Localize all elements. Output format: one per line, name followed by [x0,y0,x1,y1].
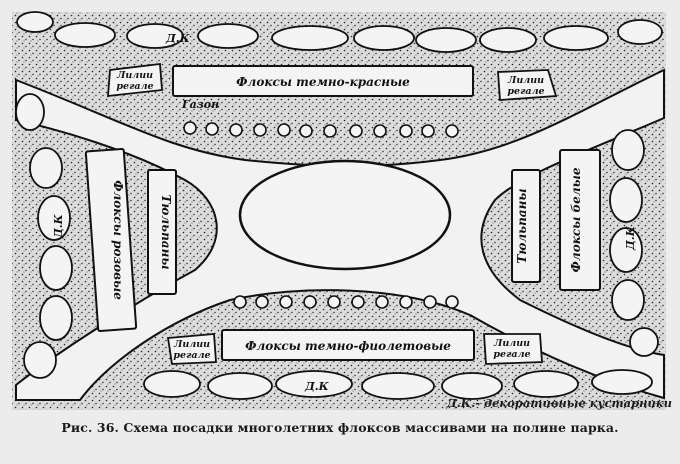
lily-top-left-line1: Лилии [116,70,153,81]
lily-bottom-left-line1: Лилии [173,339,210,350]
bed-right-inner-label: Тюльпаны [515,188,529,263]
shrub-label-left: Д.К [52,213,65,239]
bed-bottom [221,329,475,361]
plants-top-row [183,121,459,138]
lily-bottom-right-line2: регале [493,349,530,360]
lily-bottom-right-line1: Лилии [493,338,530,349]
bed-right-outer-label: Флоксы белые [569,167,583,272]
lawn-label: Газон [181,98,219,111]
bed-left-outer-label: Флоксы розовые [111,180,125,300]
figure-caption: Рис. 36. Схема посадки многолетних флокс… [61,420,619,435]
bed-right-outer [559,149,601,291]
shrub-label-bottom: Д.К [304,380,330,393]
bed-left-inner [147,169,177,295]
central-oval-bed [238,159,452,271]
bed-top [172,65,474,97]
shrub-label-right: Д.К [624,225,637,251]
bed-bottom-label: Флоксы темно-фиолетовые [245,339,451,353]
shrubs-left [15,93,73,379]
shrub-label-top: Д.К [165,32,191,45]
bed-left-inner-label: Тюльпаны [159,194,173,269]
shrubs-right [609,129,659,357]
bed-left-outer [84,148,138,332]
lily-top-left-line2: регале [116,81,153,92]
shrubs-top [16,11,663,53]
lily-top-right-line2: регале [507,86,544,97]
legend: Д.К.- декоративные кустарники [446,396,672,410]
plants-bottom-row [233,295,459,309]
shrubs-bottom [143,369,653,400]
lily-bed-bottom-right: Лилии регале [483,333,543,365]
lily-bottom-left-line2: регале [173,350,210,361]
lily-bed-top-left: Лилии регале [107,62,163,98]
lily-bed-top-right: Лилии регале [497,69,558,101]
bed-top-label: Флоксы темно-красные [236,75,410,89]
bed-right-inner [511,169,541,283]
lily-bed-bottom-left: Лилии регале [166,333,217,365]
lily-top-right-line1: Лилии [507,75,544,86]
